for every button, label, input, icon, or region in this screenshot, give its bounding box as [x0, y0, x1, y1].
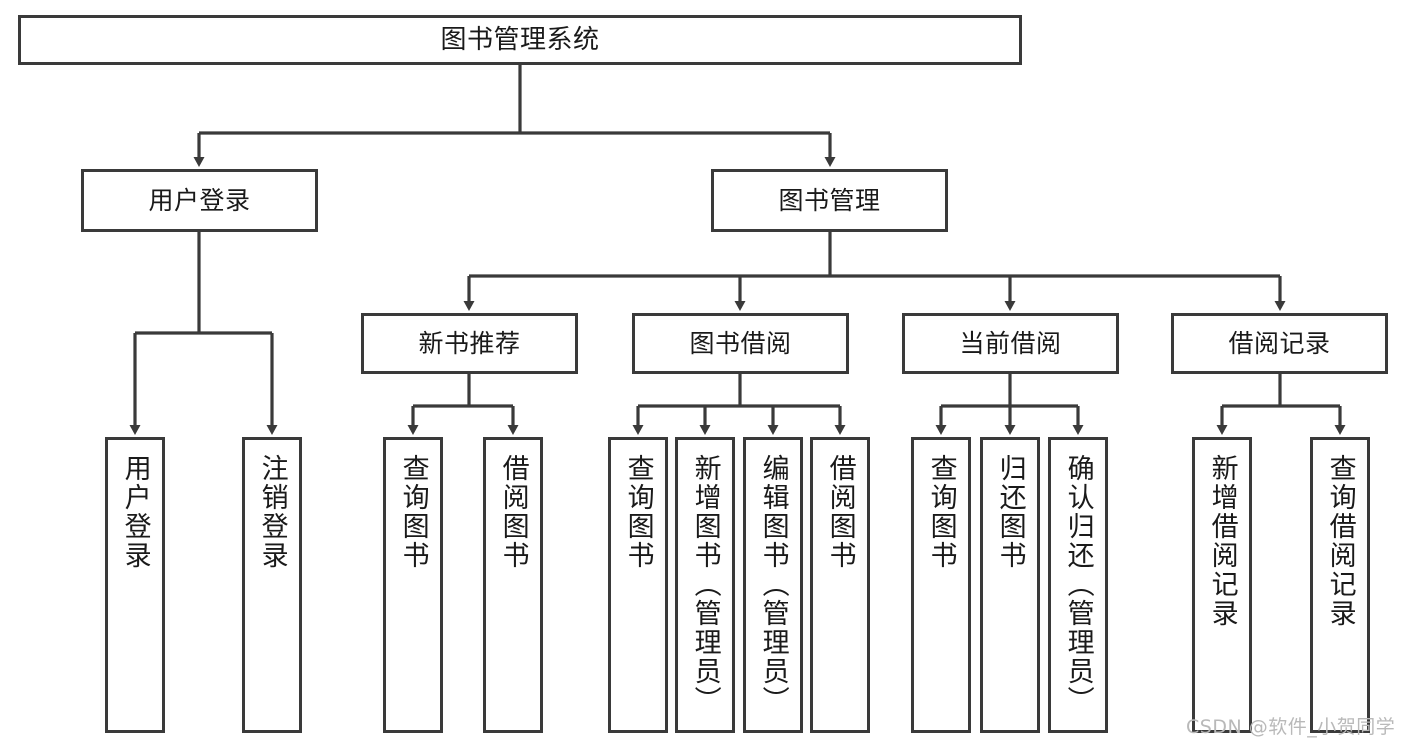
node-leaf-user-login-label: 用户登录: [119, 454, 151, 570]
node-leaf-add-book[interactable]: 新增图书（管理员）: [675, 437, 735, 733]
node-leaf-query-book-2[interactable]: 查询图书: [608, 437, 668, 733]
node-leaf-query-book-2-label: 查询图书: [622, 454, 654, 570]
node-book-management-label: 图书管理: [778, 185, 881, 215]
node-leaf-logout-login[interactable]: 注销登录: [242, 437, 302, 733]
node-user-login[interactable]: 用户登录: [81, 169, 318, 232]
node-leaf-query-book-1[interactable]: 查询图书: [383, 437, 443, 733]
node-leaf-add-record[interactable]: 新增借阅记录: [1192, 437, 1252, 733]
node-leaf-confirm-return[interactable]: 确认归还（管理员）: [1048, 437, 1108, 733]
node-leaf-logout-login-label: 注销登录: [256, 454, 288, 570]
node-leaf-query-book-1-label: 查询图书: [397, 454, 429, 570]
node-book-management[interactable]: 图书管理: [711, 169, 948, 232]
node-leaf-query-record-label: 查询借阅记录: [1324, 454, 1356, 628]
node-leaf-edit-book[interactable]: 编辑图书（管理员）: [743, 437, 803, 733]
node-book-borrow-label: 图书借阅: [689, 328, 792, 358]
node-borrow-record[interactable]: 借阅记录: [1171, 313, 1388, 374]
node-leaf-borrow-book-1-label: 借阅图书: [497, 454, 529, 570]
node-current-borrow[interactable]: 当前借阅: [902, 313, 1119, 374]
node-book-borrow[interactable]: 图书借阅: [632, 313, 849, 374]
node-leaf-query-book-3[interactable]: 查询图书: [911, 437, 971, 733]
node-leaf-add-record-label: 新增借阅记录: [1206, 454, 1238, 628]
node-leaf-edit-book-label: 编辑图书（管理员）: [757, 454, 789, 715]
node-leaf-borrow-book-2[interactable]: 借阅图书: [810, 437, 870, 733]
node-new-book-recommend[interactable]: 新书推荐: [361, 313, 578, 374]
node-leaf-user-login[interactable]: 用户登录: [105, 437, 165, 733]
node-leaf-query-record[interactable]: 查询借阅记录: [1310, 437, 1370, 733]
node-leaf-return-book[interactable]: 归还图书: [980, 437, 1040, 733]
node-user-login-label: 用户登录: [148, 185, 251, 215]
node-leaf-borrow-book-1[interactable]: 借阅图书: [483, 437, 543, 733]
node-leaf-borrow-book-2-label: 借阅图书: [824, 454, 856, 570]
node-leaf-confirm-return-label: 确认归还（管理员）: [1062, 454, 1094, 715]
node-borrow-record-label: 借阅记录: [1228, 328, 1331, 358]
node-leaf-add-book-label: 新增图书（管理员）: [689, 454, 721, 715]
node-current-borrow-label: 当前借阅: [959, 328, 1062, 358]
node-leaf-return-book-label: 归还图书: [994, 454, 1026, 570]
watermark: CSDN @软件_小贺同学: [1186, 716, 1396, 738]
node-root-label: 图书管理系统: [440, 24, 600, 55]
node-new-book-recommend-label: 新书推荐: [418, 328, 521, 358]
node-root[interactable]: 图书管理系统: [18, 15, 1022, 65]
node-leaf-query-book-3-label: 查询图书: [925, 454, 957, 570]
